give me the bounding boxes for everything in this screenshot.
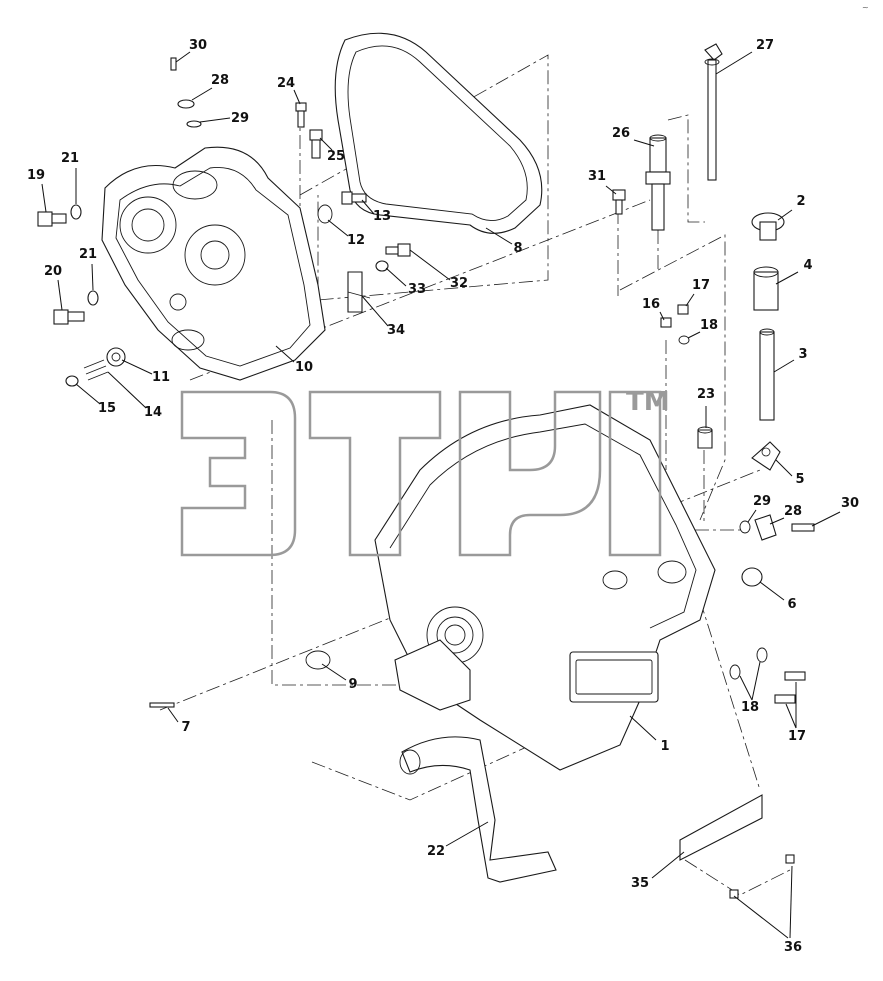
callout-label-c9: 9 (348, 677, 357, 692)
leader-line-c8 (485, 227, 513, 245)
leader-line-c35 (651, 851, 685, 879)
leader-line-c2 (777, 209, 793, 221)
leader-line-c1 (629, 715, 657, 741)
leader-line-c22 (445, 821, 489, 847)
leader-line-c11 (121, 359, 153, 375)
callout-label-c31: 31 (588, 169, 606, 184)
callout-label-c8: 8 (513, 241, 522, 256)
callout-label-c13: 13 (373, 209, 391, 224)
callout-label-c33: 33 (408, 282, 426, 297)
leader-line-c10 (275, 345, 295, 363)
callout-label-c21b: 21 (79, 247, 97, 262)
watermark-logo: TM (180, 387, 670, 557)
callout-label-c23: 23 (697, 387, 715, 402)
callout-label-c1: 1 (660, 739, 669, 754)
callout-label-c11: 11 (152, 370, 170, 385)
callout-label-c10: 10 (295, 360, 313, 375)
leader-line-c29a (199, 117, 231, 123)
leader-line-c19 (41, 183, 47, 213)
leader-line-c28b (769, 517, 785, 525)
callout-label-c17b: 17 (788, 729, 806, 744)
leader-line-c14 (107, 371, 147, 409)
callout-label-c6: 6 (787, 597, 796, 612)
fasteners (37, 57, 815, 899)
callout-label-c18a: 18 (700, 318, 718, 333)
callout-label-c27: 27 (756, 38, 774, 53)
callout-label-c18b: 18 (741, 700, 759, 715)
callout-label-c14: 14 (144, 405, 162, 420)
callout-label-c30a: 30 (189, 38, 207, 53)
callout-label-c34: 34 (387, 323, 405, 338)
callout-label-c15: 15 (98, 401, 116, 416)
callout-label-c36: 36 (784, 940, 802, 955)
callout-label-c29b: 29 (753, 494, 771, 509)
dipstick-tube-assembly (751, 212, 785, 471)
leader-line-c3 (773, 359, 795, 373)
leader-line-c16 (659, 311, 665, 321)
gasket-part-8 (334, 32, 543, 234)
leader-line-c27 (715, 51, 753, 75)
leader-line-c30a (175, 51, 191, 63)
callout-label-c22: 22 (427, 844, 445, 859)
leader-line-c9 (321, 663, 347, 681)
callout-label-c32: 32 (450, 276, 468, 291)
callout-label-c25: 25 (327, 149, 345, 164)
leader-line-c36 (733, 895, 789, 939)
callout-label-c24: 24 (277, 76, 295, 91)
leader-line-c18a (687, 331, 701, 339)
leader-line-c18b (739, 675, 753, 701)
callout-label-c19: 19 (27, 168, 45, 183)
callout-label-c35: 35 (631, 876, 649, 891)
leader-line-c29b (747, 509, 757, 523)
callout-label-c16: 16 (642, 297, 660, 312)
leader-line-c4 (775, 271, 799, 285)
callout-label-c29a: 29 (231, 111, 249, 126)
callout-label-c3: 3 (798, 347, 807, 362)
callout-label-c20: 20 (44, 264, 62, 279)
leader-line-c20 (57, 279, 63, 311)
leader-line-c34 (361, 295, 389, 327)
leader-line-c24 (293, 89, 301, 105)
leader-line-c13 (361, 199, 375, 215)
leader-line-c33 (385, 267, 407, 287)
leader-line-c28a (191, 87, 213, 101)
leader-line-c30b (811, 511, 841, 527)
front-cover-part-10 (101, 146, 326, 381)
leader-line-c5 (775, 459, 793, 477)
main-case-part-1 (374, 404, 716, 771)
leader-line-c21b (91, 263, 94, 291)
callout-label-c17a: 17 (692, 278, 710, 293)
callout-label-c12: 12 (347, 233, 365, 248)
callout-layer: 3028292425272619211312831221203233417161… (27, 38, 859, 955)
leader-line-extra-0 (751, 661, 761, 701)
leader-line-c26 (633, 139, 655, 147)
leader-line-extra-1 (785, 703, 797, 729)
callout-label-c28a: 28 (211, 73, 229, 88)
leader-line-c25 (319, 137, 333, 151)
callout-label-c5: 5 (795, 472, 804, 487)
callout-label-c30b: 30 (841, 496, 859, 511)
dipstick-part-27 (704, 43, 723, 181)
leader-line-c12 (327, 219, 349, 237)
callout-label-c2: 2 (796, 194, 805, 209)
leader-line-c31 (605, 185, 617, 195)
callout-label-c21a: 21 (61, 151, 79, 166)
leader-line-c32 (409, 249, 451, 281)
callout-label-c4: 4 (803, 258, 812, 273)
leader-line-extra-2 (789, 865, 793, 939)
callout-label-c28b: 28 (784, 504, 802, 519)
callout-label-c26: 26 (612, 126, 630, 141)
corner-mark: ~ (862, 3, 869, 12)
pipe-part-22 (399, 736, 557, 883)
leader-line-c15 (75, 383, 101, 405)
watermark-tm: TM (626, 387, 670, 417)
leader-line-c17a (685, 293, 695, 307)
valve-part-26 (645, 134, 671, 231)
leader-line-c6 (759, 581, 785, 601)
leader-line-c7 (167, 707, 179, 723)
callout-label-c7: 7 (181, 720, 190, 735)
